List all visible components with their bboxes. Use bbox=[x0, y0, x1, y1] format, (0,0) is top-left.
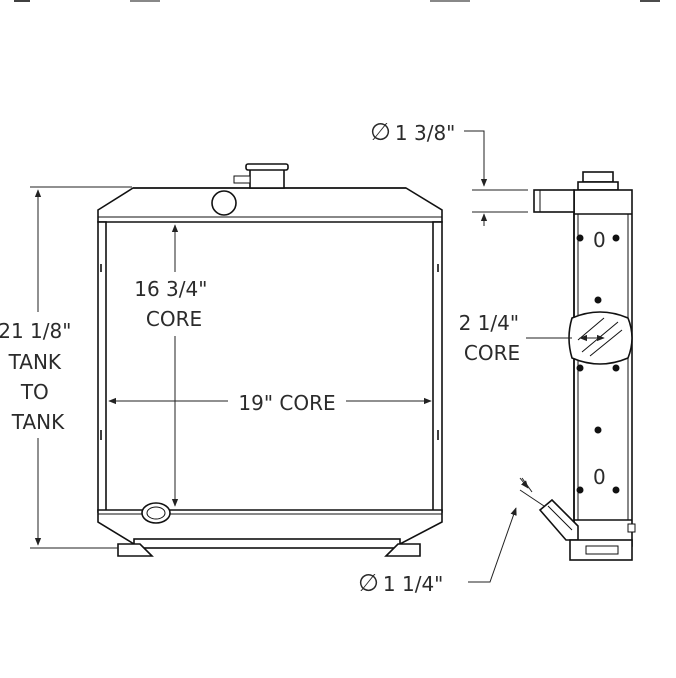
side-body bbox=[573, 189, 633, 547]
right-mounting-foot bbox=[384, 543, 421, 557]
radiator-front-view bbox=[97, 163, 443, 557]
diameter-symbol-icon: ∅ bbox=[358, 569, 379, 597]
outlet-pipe bbox=[141, 502, 171, 524]
filler-cap bbox=[245, 163, 289, 171]
core-height-label: 16 3/4" CORE bbox=[134, 277, 214, 331]
outlet-diameter-label: ∅1 1/4" bbox=[358, 569, 443, 597]
filler-neck bbox=[249, 167, 285, 189]
side-view-mark-top: 0 bbox=[593, 228, 606, 252]
inlet-diameter-dimension bbox=[464, 130, 528, 226]
side-inlet-pipe bbox=[533, 189, 575, 213]
core-depth-label: 2 1/4" CORE bbox=[459, 311, 526, 365]
overall-height-dimension bbox=[30, 186, 132, 549]
radiator-side-view bbox=[533, 171, 636, 561]
left-side-rail bbox=[97, 221, 107, 513]
overall-height-label: 21 1/8" TANK TO TANK bbox=[0, 319, 78, 434]
overflow-tube bbox=[233, 175, 251, 184]
inlet-opening bbox=[211, 190, 237, 216]
side-outlet-pipe bbox=[538, 498, 579, 541]
bottom-rail bbox=[133, 538, 401, 549]
left-mounting-foot bbox=[117, 543, 154, 557]
core-width-label: 19" CORE bbox=[238, 391, 335, 415]
diameter-symbol-icon: ∅ bbox=[370, 118, 391, 146]
side-view-mark-bottom: 0 bbox=[593, 465, 606, 489]
inlet-diameter-label: ∅1 3/8" bbox=[370, 118, 455, 146]
outlet-diameter-dimension bbox=[468, 477, 545, 583]
